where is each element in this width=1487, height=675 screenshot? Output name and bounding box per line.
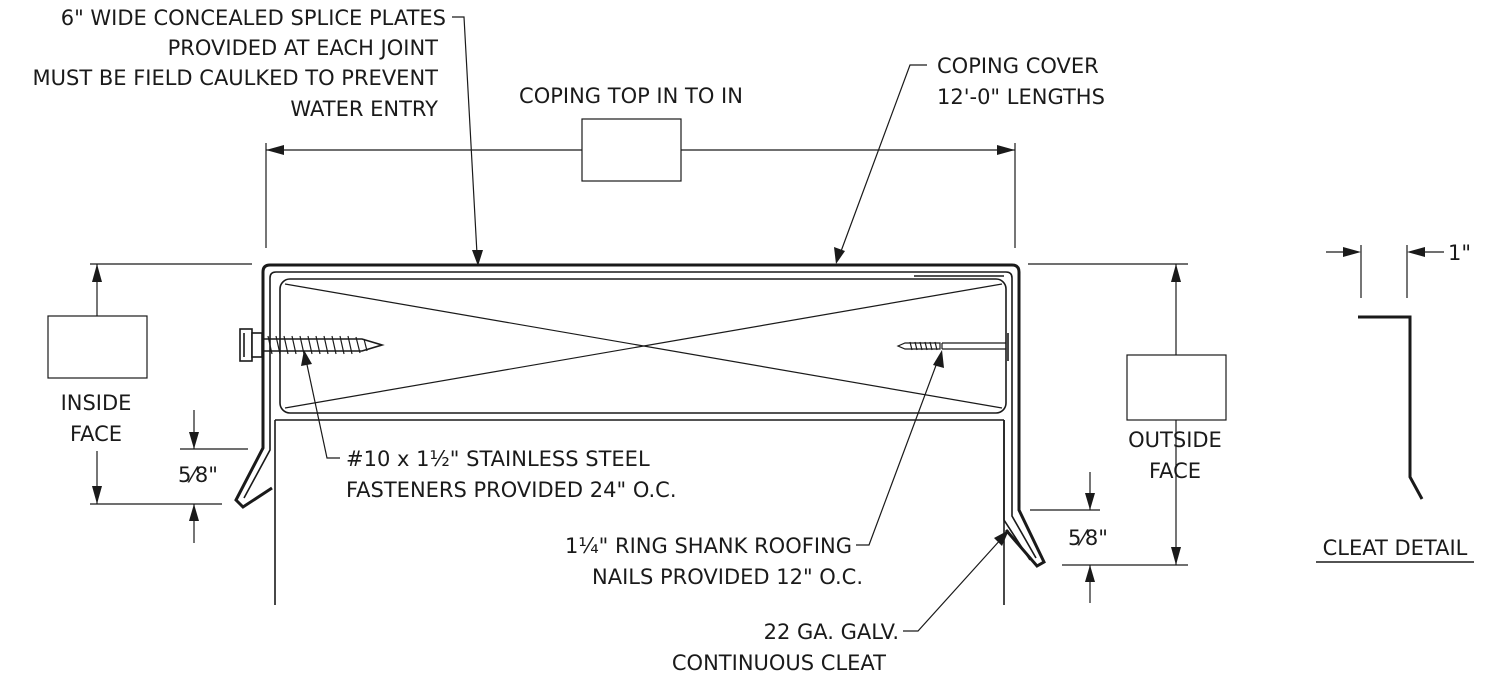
fastener-note-line2: FASTENERS PROVIDED 24" O.C. [346, 478, 677, 502]
cleat-detail-title: CLEAT DETAIL [1323, 536, 1468, 560]
outside-face-line2: FACE [1149, 459, 1201, 483]
coping-top-value-box [581, 118, 682, 182]
cleat-leader [903, 530, 1009, 632]
outside-face-line1: OUTSIDE [1128, 428, 1222, 452]
coping-cover-leader [834, 64, 927, 264]
nail-leader [856, 350, 944, 546]
splice-note-line1: 6" WIDE CONCEALED SPLICE PLATES [61, 6, 446, 30]
splice-plate-leader [452, 16, 483, 266]
text-labels: 6" WIDE CONCEALED SPLICE PLATES PROVIDED… [33, 6, 1472, 675]
left-drip-dimension [180, 410, 248, 543]
splice-note-line2: PROVIDED AT EACH JOINT [168, 36, 439, 60]
fastener-leader [301, 350, 340, 459]
coping-top-dimension [265, 118, 1016, 248]
cleat-note-line2: CONTINUOUS CLEAT [672, 651, 886, 675]
cleat-detail-drawing [1316, 245, 1474, 563]
inside-face-value-box [47, 315, 148, 379]
inside-face-dimension [47, 263, 252, 505]
coping-cover-line2: 12'-0" LENGTHS [937, 85, 1105, 109]
cleat-width-dimension: 1" [1448, 241, 1471, 265]
coping-cover-line1: COPING COVER [937, 54, 1099, 78]
right-drip-dimension-value: 5⁄8" [1068, 526, 1108, 550]
cleat-note-line1: 22 GA. GALV. [764, 620, 899, 644]
fastener-note-line1: #10 x 1½" STAINLESS STEEL [346, 447, 650, 471]
continuous-cleat [1003, 420, 1031, 561]
screw-fastener [239, 328, 385, 362]
inside-face-line2: FACE [70, 422, 122, 446]
nail-note-line1: 1¼" RING SHANK ROOFING [565, 534, 852, 558]
splice-note-line3: MUST BE FIELD CAULKED TO PREVENT [33, 66, 439, 90]
coping-cover-metal [234, 263, 1046, 568]
outside-face-dimension [1028, 263, 1227, 566]
outside-face-value-box [1126, 354, 1227, 421]
left-drip-dimension-value: 5⁄8" [178, 463, 218, 487]
right-drip-dimension [1030, 472, 1100, 603]
inside-face-line1: INSIDE [61, 391, 132, 415]
wood-nailer [279, 278, 1007, 414]
nail-note-line2: NAILS PROVIDED 12" O.C. [592, 565, 863, 589]
coping-top-label: COPING TOP IN TO IN [519, 84, 743, 108]
splice-note-line4: WATER ENTRY [290, 97, 438, 121]
ring-shank-nail [896, 333, 1009, 361]
